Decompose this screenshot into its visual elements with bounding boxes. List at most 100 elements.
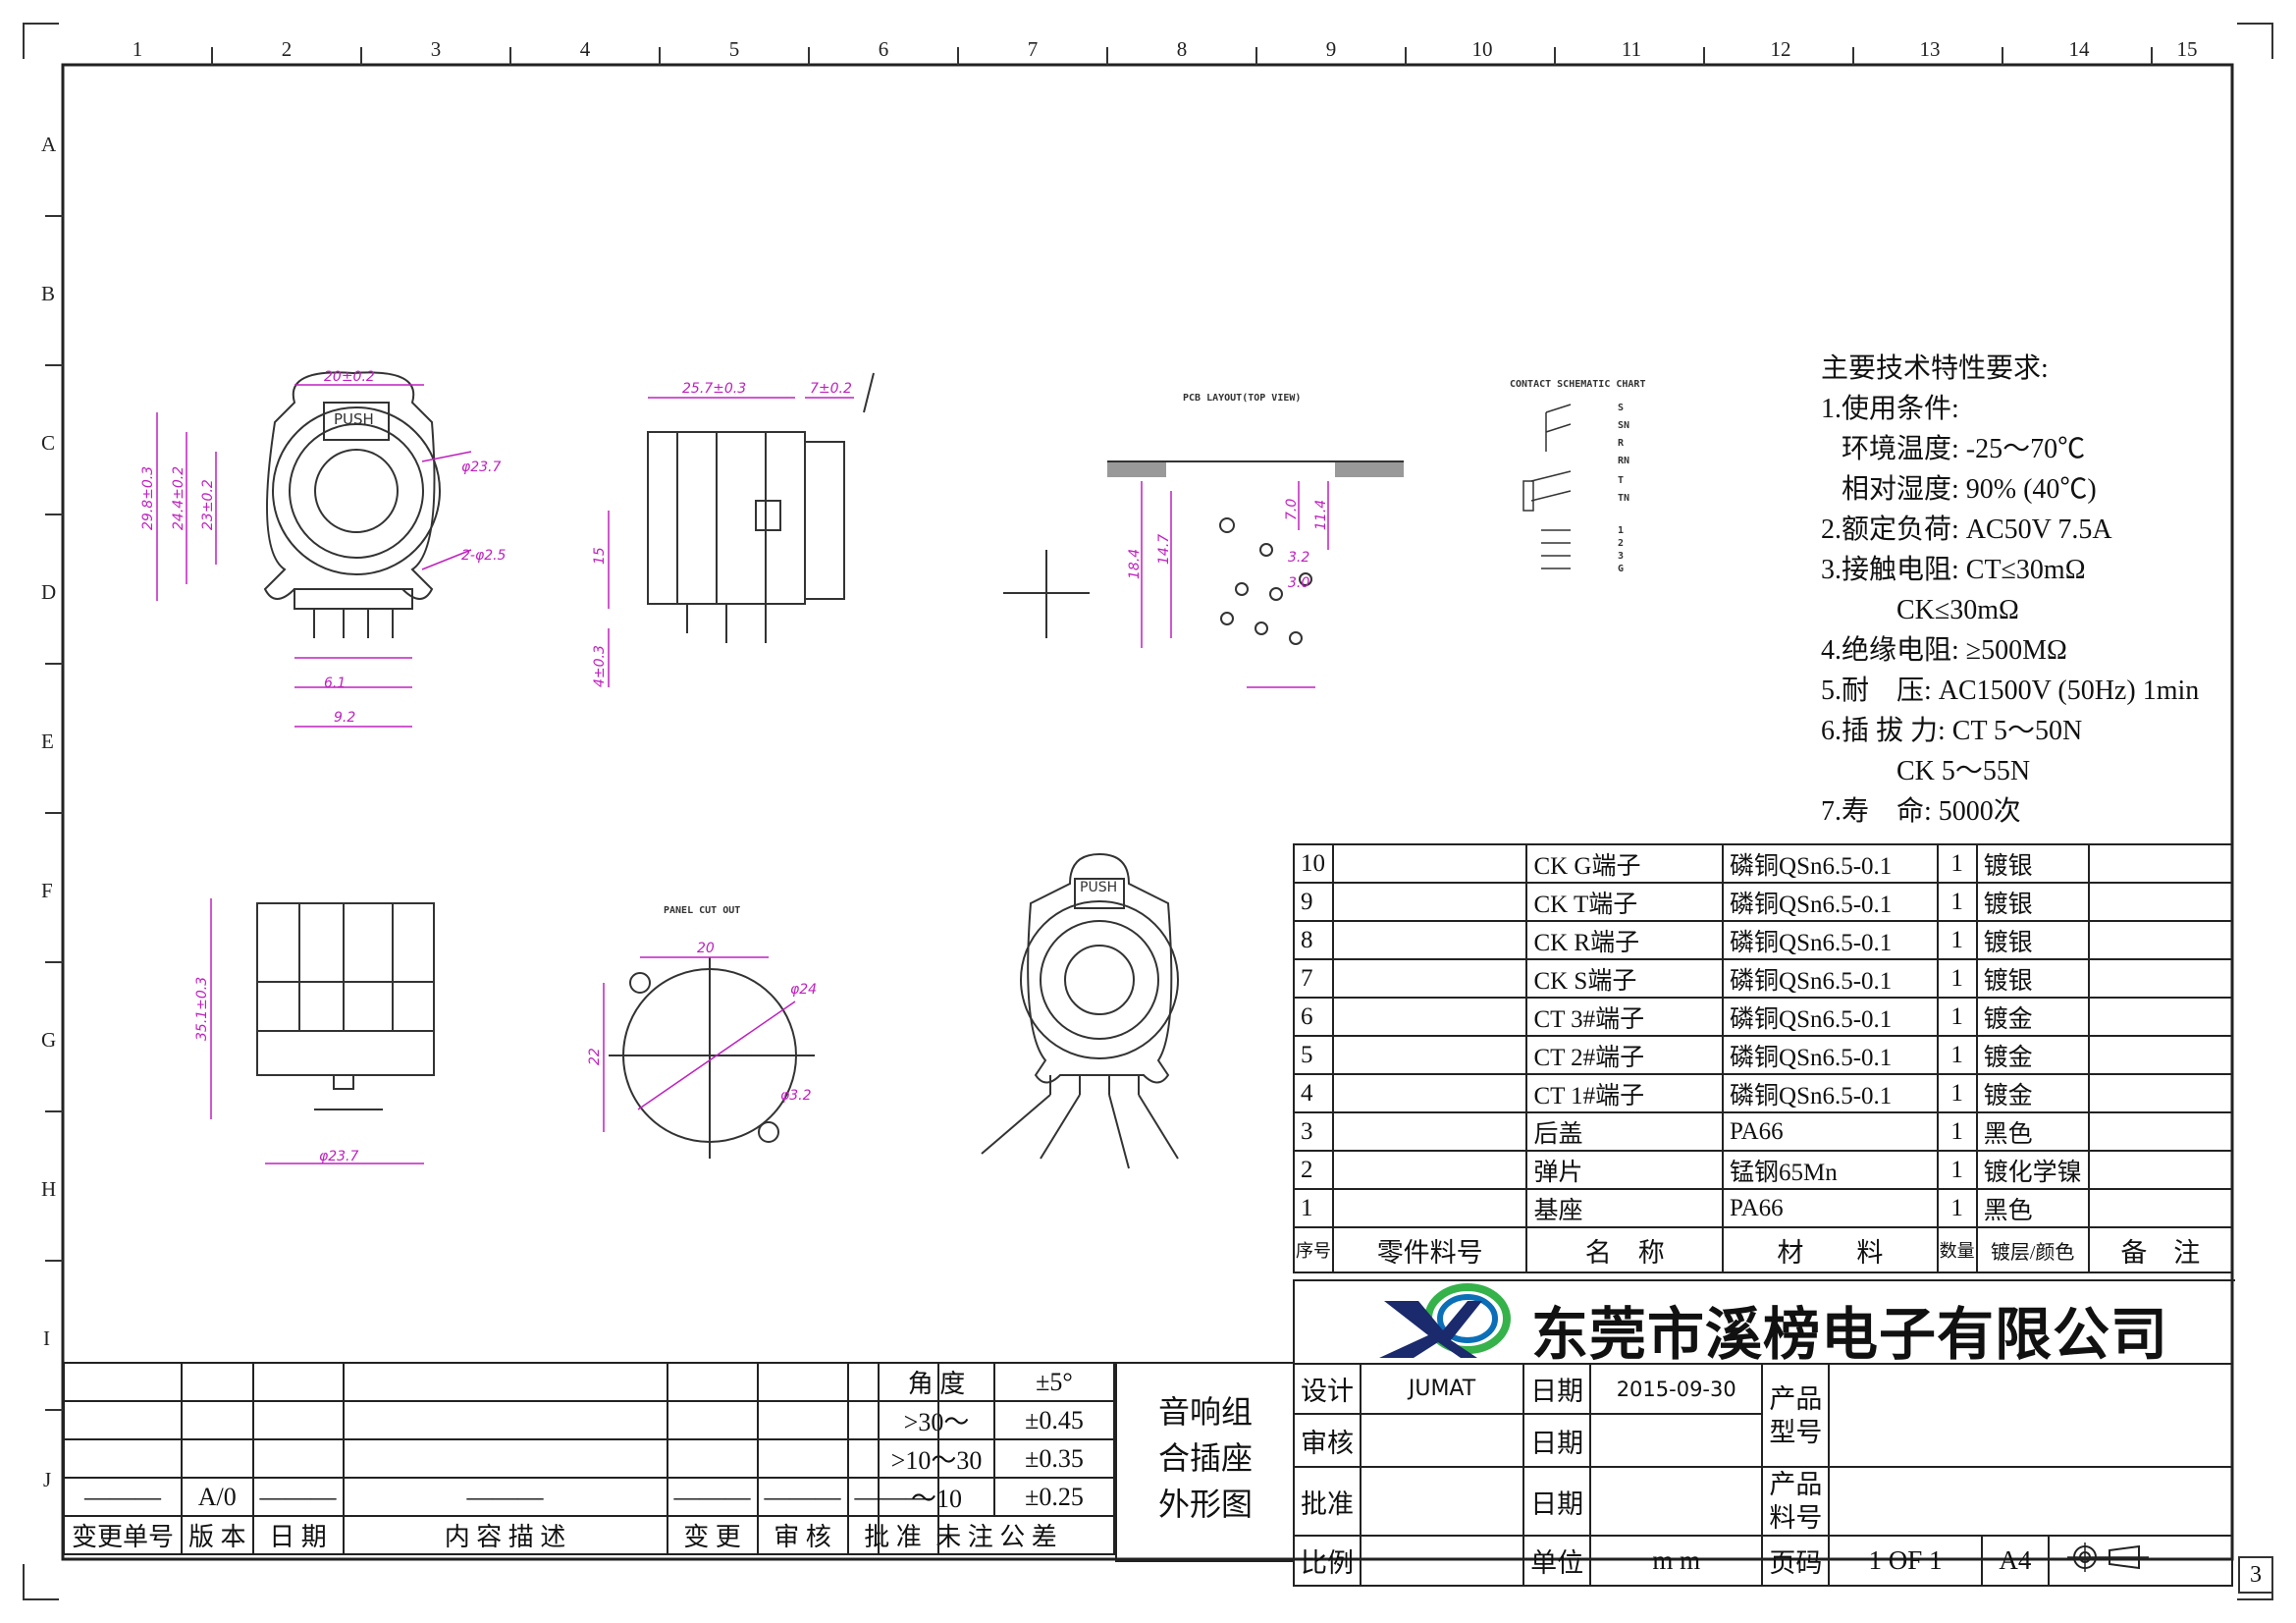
svg-text:S: S [1618, 403, 1624, 413]
bom-cell-no: 6 [1293, 997, 1334, 1037]
pcb-dimensions [1141, 481, 1329, 688]
bom-cell-finish: 镀银 [1975, 843, 2090, 884]
bom-cell-part [1331, 1073, 1528, 1113]
bom-cell-qty: 1 [1936, 882, 1978, 922]
bom-cell-no: 7 [1293, 958, 1334, 999]
pcb-layout [1107, 460, 1404, 645]
bom-cell-qty: 1 [1936, 997, 1978, 1037]
dim-35-1: 35.1±0.3 [194, 977, 210, 1041]
rev-header-date: 日 期 [251, 1515, 345, 1555]
bom-cell-name: CK R端子 [1525, 920, 1725, 960]
bom-cell-qty: 1 [1936, 843, 1978, 884]
bom-header-part: 零件料号 [1331, 1226, 1528, 1273]
tolerance-value: ±0.25 [993, 1477, 1115, 1517]
bom-cell-material: PA66 [1722, 1188, 1939, 1228]
ruler-col-9: 9 [1325, 37, 1337, 61]
ruler-row-d: D [41, 580, 57, 604]
designer-value: JUMAT [1359, 1363, 1525, 1415]
revision-date-dash: ——— [251, 1477, 345, 1517]
contact-pin-labels: S SN R RN T TN 1 2 3 G [1618, 403, 1629, 574]
bom-cell-note [2087, 882, 2234, 922]
bom-cell-qty: 1 [1936, 1073, 1978, 1113]
ruler-row-g: G [41, 1028, 57, 1052]
ruler-col-15: 15 [2176, 37, 2198, 61]
ruler-col-6: 6 [878, 37, 889, 61]
push-label-2: PUSH [1080, 880, 1117, 895]
spec-line: 环境温度: -25～70℃ [1821, 434, 2086, 464]
drawing-title: 音响组 合插座 外形图 [1137, 1389, 1274, 1528]
dim-23-7-b: φ23.7 [319, 1149, 359, 1164]
bom-cell-finish: 黑色 [1975, 1111, 2090, 1152]
bom-header-no: 序号 [1293, 1226, 1334, 1273]
svg-text:3: 3 [1618, 551, 1624, 562]
ruler-col-7: 7 [1027, 37, 1039, 61]
bom-cell-finish: 镀金 [1975, 1073, 2090, 1113]
bom-cell-no: 5 [1293, 1035, 1334, 1075]
bom-cell-finish: 镀金 [1975, 997, 2090, 1037]
rev-header-approve: 批 准 [846, 1515, 939, 1555]
front-view-dimensions [156, 384, 472, 728]
bom-cell-name: CK T端子 [1525, 882, 1725, 922]
dim-25-7: 25.7±0.3 [682, 381, 746, 397]
bom-cell-no: 3 [1293, 1111, 1334, 1152]
approve-date-label: 日期 [1522, 1466, 1592, 1537]
bom-cell-qty: 1 [1936, 1150, 1978, 1190]
bom-cell-material: 磷铜QSn6.5-0.1 [1722, 958, 1939, 999]
svg-text:TN: TN [1618, 493, 1629, 504]
drawing-title-line: 外形图 [1157, 1487, 1253, 1522]
spec-line: 6.插 拔 力: CT 5～50N [1821, 716, 2083, 746]
bom-cell-note [2087, 1035, 2234, 1075]
bom-cell-note [2087, 1111, 2234, 1152]
bom-cell-name: 基座 [1525, 1188, 1725, 1228]
assembly-view [981, 852, 1179, 1169]
bom-cell-part [1331, 882, 1528, 922]
spec-line: 相对湿度: 90% (40℃) [1821, 474, 2097, 505]
bom-cell-material: 磷铜QSn6.5-0.1 [1722, 920, 1939, 960]
revision-review-dash: ——— [756, 1477, 849, 1517]
company-name: 东莞市溪榜电子有限公司 [1531, 1301, 2169, 1368]
bom-cell-name: 弹片 [1525, 1150, 1725, 1190]
panel-cutout-dimensions [603, 956, 796, 1132]
bom-cell-qty: 1 [1936, 958, 1978, 999]
drawing-title-box [1115, 1362, 1295, 1562]
bom-cell-material: 磷铜QSn6.5-0.1 [1722, 1035, 1939, 1075]
bom-cell-no: 4 [1293, 1073, 1334, 1113]
bom-cell-qty: 1 [1936, 1035, 1978, 1075]
paper-size: A4 [1980, 1535, 2051, 1587]
pcb-layout-title: PCB LAYOUT(TOP VIEW) [1183, 393, 1301, 404]
check-label: 审核 [1293, 1413, 1362, 1468]
bom-cell-note [2087, 958, 2234, 999]
spec-line: CK≤30mΩ [1821, 595, 2019, 625]
dim-23: 23±0.2 [200, 479, 216, 530]
rev-header-order: 变更单号 [63, 1515, 183, 1555]
page-value: 1 OF 1 [1828, 1535, 1983, 1587]
page-label: 页码 [1761, 1535, 1831, 1587]
product-model-label: 产品型号 [1761, 1363, 1831, 1468]
bom-cell-note [2087, 920, 2234, 960]
dim-7-0: 7.0 [1284, 499, 1300, 520]
front-view [263, 371, 441, 638]
bom-header-row: 序号 零件料号 名 称 材 料 数量 镀层/颜色 备 注 [1293, 1226, 2234, 1273]
bom-cell-material: 磷铜QSn6.5-0.1 [1722, 1073, 1939, 1113]
ruler-row-j: J [43, 1468, 52, 1491]
ruler-col-2: 2 [281, 37, 293, 61]
bottom-view-dimensions [210, 898, 424, 1164]
bom-cell-name: CT 3#端子 [1525, 997, 1725, 1037]
dim-29-8: 29.8±0.3 [140, 466, 156, 530]
dim-3-2: 3.2 [1288, 550, 1309, 566]
scale-value [1359, 1535, 1525, 1587]
ruler-col-4: 4 [579, 37, 591, 61]
dim-6-1: 6.1 [324, 676, 346, 691]
svg-text:G: G [1618, 564, 1624, 574]
bom-cell-qty: 1 [1936, 1111, 1978, 1152]
dim-15: 15 [592, 547, 608, 565]
